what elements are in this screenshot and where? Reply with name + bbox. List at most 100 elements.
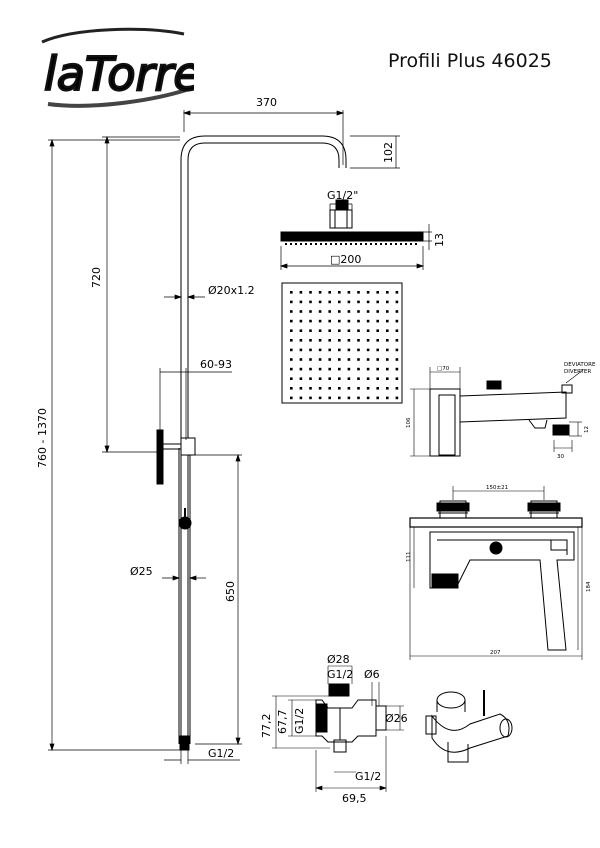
nozzle [309,377,312,380]
nozzle [347,387,351,390]
nozzle [290,377,293,380]
dim-connection: G1/2" [327,189,358,202]
nozzle [386,396,389,400]
column-dimensions [48,110,432,764]
nozzle [290,319,293,323]
nozzle [386,319,389,323]
nozzle [328,387,331,390]
nozzle [386,300,389,304]
diverter-thread-side: G1/2 [293,708,306,734]
nozzle [290,358,293,361]
dim-drop: 102 [382,142,395,163]
nozzle [395,377,399,380]
nozzle [357,348,360,352]
nozzle [357,339,360,342]
nozzle [299,387,303,390]
diverter-drawing [315,683,387,753]
nozzle [338,367,341,371]
mixer-diverter-label-1: DEVIATORE [564,362,596,368]
nozzle [309,348,312,352]
nozzle [376,367,379,371]
nozzle [366,348,370,352]
diverter-pin: Ø6 [364,668,380,681]
nozzle [347,291,351,294]
nozzle [328,329,331,332]
nozzle [290,339,293,342]
nozzle [357,291,360,294]
nozzle [395,367,399,371]
nozzle [395,319,399,323]
brand-logo-text: laTorre [44,47,194,101]
nozzle [357,358,360,361]
mixer-front-view [409,500,583,651]
nozzle [290,300,293,304]
diverter-height-outer: 77,2 [260,714,273,739]
nozzle [395,291,399,294]
nozzle [347,367,351,371]
nozzle [328,348,331,352]
nozzle [290,387,293,390]
nozzle [386,367,389,371]
nozzle [309,358,312,361]
nozzle [357,319,360,323]
nozzle [338,377,341,380]
shower-head-side [280,231,424,245]
dim-column-height: 720 [90,267,103,288]
nozzle [299,329,303,332]
nozzle [290,310,293,313]
nozzle [366,396,370,400]
nozzle [290,329,293,332]
nozzle [357,329,360,332]
nozzle [395,387,399,390]
nozzle [338,310,341,313]
brand-logo-mark: laTorre [41,27,203,108]
nozzle [376,358,379,361]
nozzle [376,329,379,332]
nozzle [328,310,331,313]
nozzle [376,377,379,380]
nozzle [309,319,312,323]
nozzle [347,310,351,313]
nozzle [395,339,399,342]
nozzle [318,367,322,371]
nozzle [357,396,360,400]
nozzle [338,358,341,361]
nozzle [366,291,370,294]
nozzle [318,358,322,361]
nozzle [338,300,341,304]
nozzle [318,396,322,400]
nozzle [309,387,312,390]
mixer-side-view [429,380,573,457]
mixer-diverter-label-2: DIVERTER [564,369,591,375]
nozzle [309,300,312,304]
dim-pipe-diameter: Ø20x1.2 [208,284,255,297]
nozzle [299,310,303,313]
mixer-side-dimensions [410,367,584,457]
nozzle [328,339,331,342]
nozzle [366,358,370,361]
nozzle [290,396,293,400]
nozzle [299,300,303,304]
nozzle [338,387,341,390]
nozzle [376,319,379,323]
nozzle [376,291,379,294]
nozzle [386,387,389,390]
nozzle [299,339,303,342]
mixer-body-height: 111 [406,552,412,563]
nozzle [328,300,331,304]
nozzle [347,358,351,361]
nozzle [299,377,303,380]
nozzle [376,396,379,400]
nozzle [395,396,399,400]
nozzle [386,291,389,294]
nozzle [347,339,351,342]
nozzle [318,387,322,390]
nozzle [309,339,312,342]
nozzle [357,367,360,371]
nozzle [338,329,341,332]
nozzle [328,367,331,371]
nozzle [299,348,303,352]
nozzle [386,377,389,380]
mixer-front-dimensions [409,486,583,660]
nozzle [376,310,379,313]
